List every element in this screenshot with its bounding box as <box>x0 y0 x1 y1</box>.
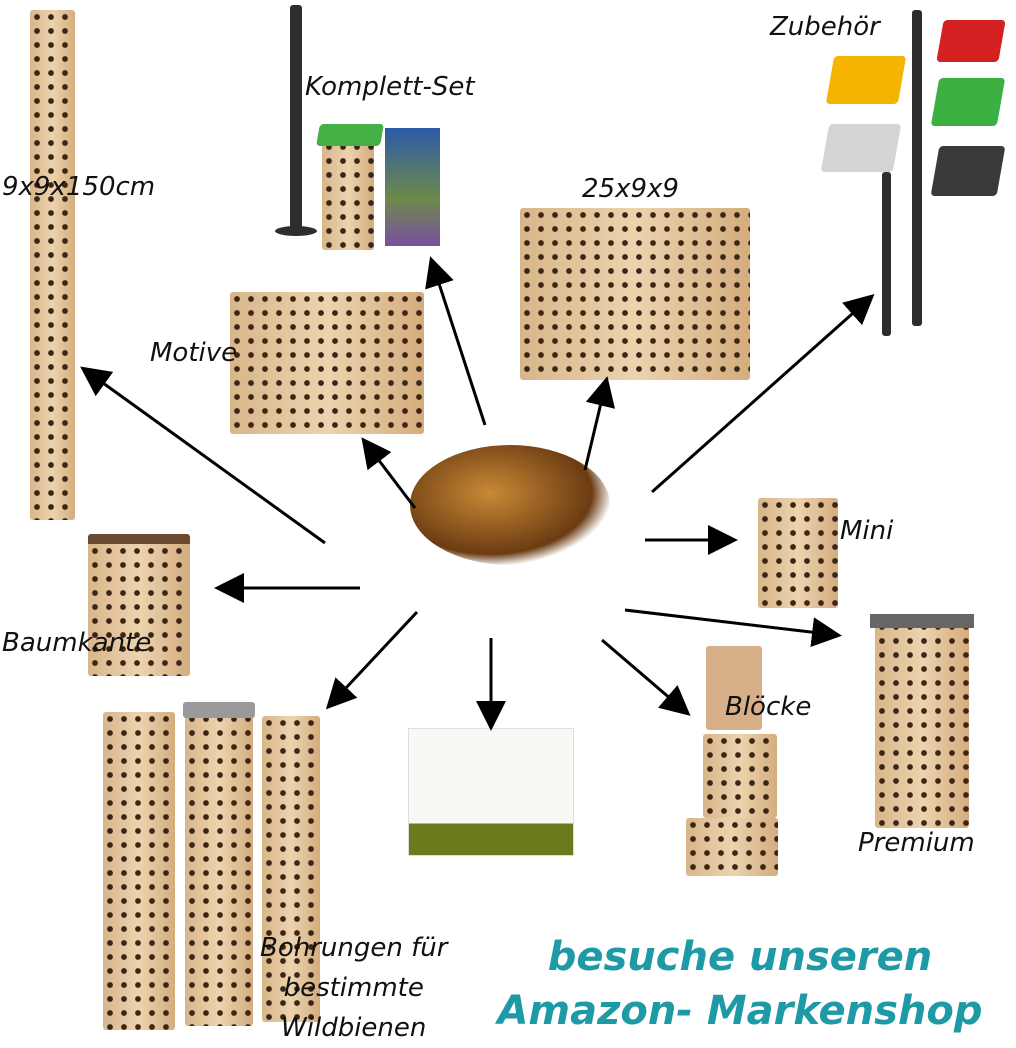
label-zubehoer: Zubehör <box>770 12 880 42</box>
premium-hotel-image <box>875 620 969 828</box>
baumkante-block-image <box>88 534 190 676</box>
arrow-size <box>583 376 616 471</box>
size-25x9x9-image <box>520 208 750 380</box>
info-poster-image <box>408 728 574 856</box>
motive-block-image <box>230 292 424 434</box>
bohrung-post-2 <box>185 712 253 1026</box>
label-bohrungen-line-2: bestimmte <box>283 973 424 1003</box>
label-premium: Premium <box>858 828 975 858</box>
label-bloecke: Blöcke <box>725 692 812 722</box>
label-baumkante: Baumkante <box>2 628 152 658</box>
arrow-tall <box>80 366 326 545</box>
promo-line-1: besuche unseren <box>547 934 933 980</box>
promo-line-2: Amazon- Markenshop <box>497 988 983 1034</box>
komplett-set-pole-base <box>275 226 317 236</box>
bloecke-middle-image <box>703 734 777 818</box>
zubehoer-pole-1 <box>912 10 922 326</box>
label-bohrungen-line-1: Bohrungen für <box>260 933 448 963</box>
arrow-bloecke <box>601 638 691 716</box>
bee-image <box>410 445 610 565</box>
bohrung-post-1 <box>103 712 175 1030</box>
zubehoer-pole-2 <box>882 172 891 336</box>
bloecke-top-image <box>706 646 762 730</box>
label-tall: 9x9x150cm <box>2 172 156 202</box>
bloecke-bottom-image <box>686 818 778 876</box>
arrow-zubehoer <box>651 294 875 494</box>
arrow-komplett <box>425 256 487 426</box>
komplett-set-box-image <box>385 128 440 246</box>
arrow-bohrungen <box>325 610 419 710</box>
bohrung-post-3 <box>262 716 320 1022</box>
bohrung-post-2-cap <box>183 702 255 718</box>
komplett-set-pole-image <box>290 5 302 235</box>
label-bohrungen-line-3: Wildbienen <box>281 1013 427 1043</box>
promo-text: besuche unseren Amazon- Markenshop <box>495 930 985 1038</box>
label-size: 25x9x9 <box>582 174 679 204</box>
arrow-motive <box>361 437 417 509</box>
label-mini: Mini <box>840 516 894 546</box>
label-bohrungen: Bohrungen für bestimmte Wildbienen <box>260 928 447 1048</box>
komplett-set-hotel-image <box>322 140 374 250</box>
label-motive: Motive <box>150 338 238 368</box>
mini-block-image <box>758 498 838 608</box>
tall-bee-hotel-image <box>30 10 75 520</box>
premium-roof <box>870 614 974 628</box>
label-komplett-set: Komplett-Set <box>305 72 475 102</box>
arrow-premium <box>624 608 842 648</box>
